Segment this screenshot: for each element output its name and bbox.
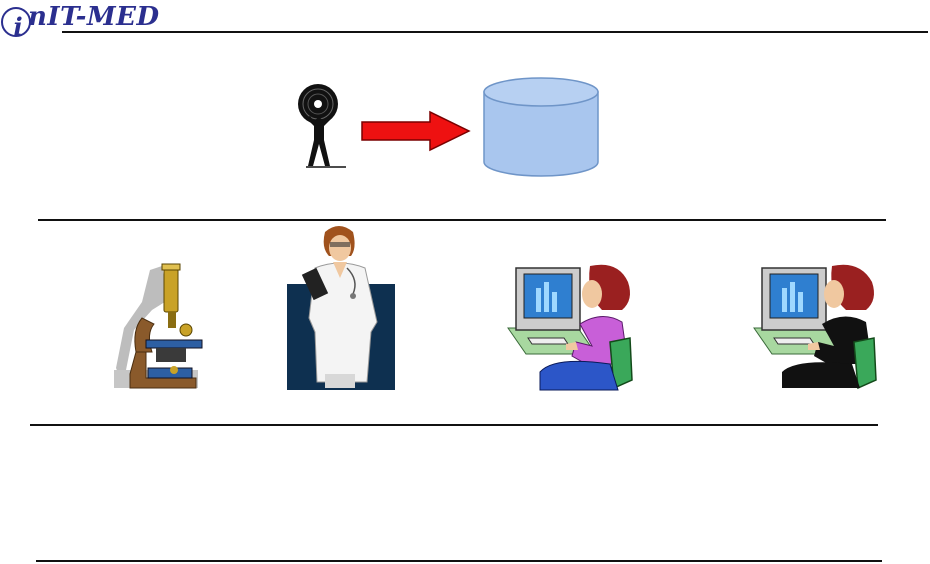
computer-user-pink-icon xyxy=(507,264,633,391)
logo: i nIT-MED xyxy=(0,0,200,44)
header-rule xyxy=(62,31,928,33)
arrow-right-icon xyxy=(361,110,471,152)
logo-mark: i xyxy=(13,12,23,41)
computer-user-black-icon xyxy=(753,264,877,390)
section-rule-1 xyxy=(38,219,886,221)
section-rule-2 xyxy=(30,424,878,426)
database-cylinder-icon xyxy=(483,77,599,177)
doctor-icon xyxy=(287,226,395,390)
logo-text: nIT-MED xyxy=(28,2,160,32)
microscope-icon xyxy=(114,263,203,389)
disk-carrier-figure-icon xyxy=(298,84,346,168)
section-rule-3 xyxy=(36,560,882,562)
logo-circle: i xyxy=(1,7,31,41)
